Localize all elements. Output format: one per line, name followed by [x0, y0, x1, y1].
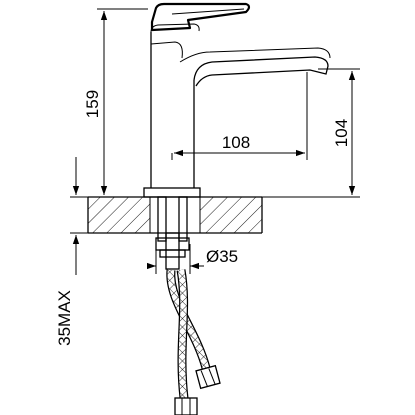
- spout-height-label: 104: [332, 119, 351, 147]
- dimension-counter-thickness: 35MAX: [55, 157, 88, 346]
- height-total-label: 159: [83, 90, 102, 118]
- mounting-hardware: [155, 196, 190, 270]
- countertop-section: [87, 196, 263, 234]
- dimension-height-total: 159: [83, 8, 148, 198]
- dimension-spout-height: 104: [262, 68, 360, 198]
- flex-hoses: [166, 269, 221, 415]
- hole-diameter-label: Ø35: [206, 247, 238, 266]
- dimension-spout-reach: 108: [171, 72, 308, 160]
- dimension-hole-diameter: Ø35: [147, 244, 238, 274]
- faucet-body: [143, 2, 331, 198]
- counter-thickness-label: 35MAX: [55, 290, 74, 346]
- spout-reach-label: 108: [222, 133, 250, 152]
